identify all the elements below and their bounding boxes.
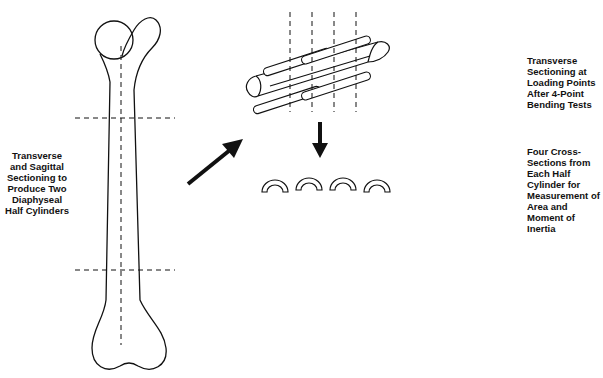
- arrow: [188, 139, 243, 184]
- section-lines: [75, 46, 175, 345]
- femur: [92, 18, 166, 369]
- arrow-down: [312, 122, 328, 158]
- section-lines-2: [290, 12, 356, 112]
- annotation: Transverse and Sagittal Sectioning to Pr…: [4, 150, 70, 216]
- annotation: Transverse Sectioning at Loading Points …: [527, 55, 601, 110]
- annotation: Four Cross-Sections from Each Half Cylin…: [527, 146, 601, 234]
- cross-sections: [262, 178, 390, 192]
